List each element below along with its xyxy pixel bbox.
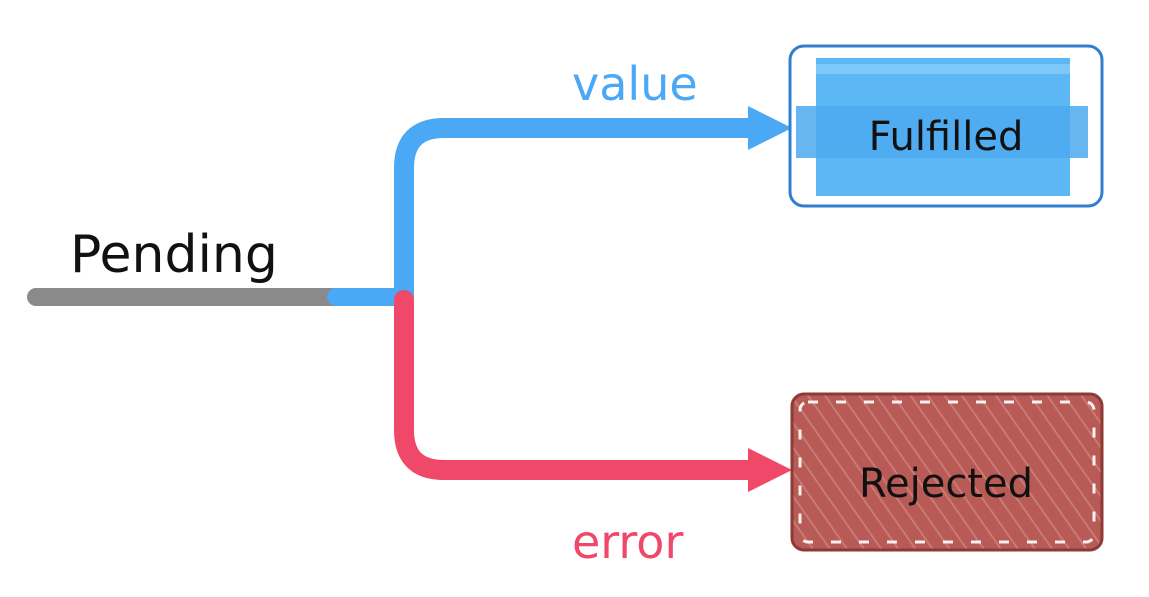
fulfilled-label: Fulfilled: [869, 114, 1024, 160]
pending-label: Pending: [70, 225, 278, 285]
rejected-label: Rejected: [859, 461, 1033, 507]
error-edge-label: error: [572, 515, 683, 569]
fulfilled-state-box: Fulfilled: [788, 44, 1104, 208]
success-arrowhead: [748, 106, 792, 150]
fulfilled-box-highlight: [816, 64, 1070, 74]
failure-path: [394, 290, 762, 480]
rejected-box-inner-dash: [798, 400, 1096, 544]
failure-arrowhead: [748, 448, 792, 492]
value-edge-label: value: [572, 57, 698, 111]
success-path: [394, 118, 762, 307]
rejected-box-fill: [790, 392, 1104, 552]
fulfilled-box-fill-band: [796, 106, 1088, 158]
rejected-state-box: Rejected: [790, 392, 1104, 552]
